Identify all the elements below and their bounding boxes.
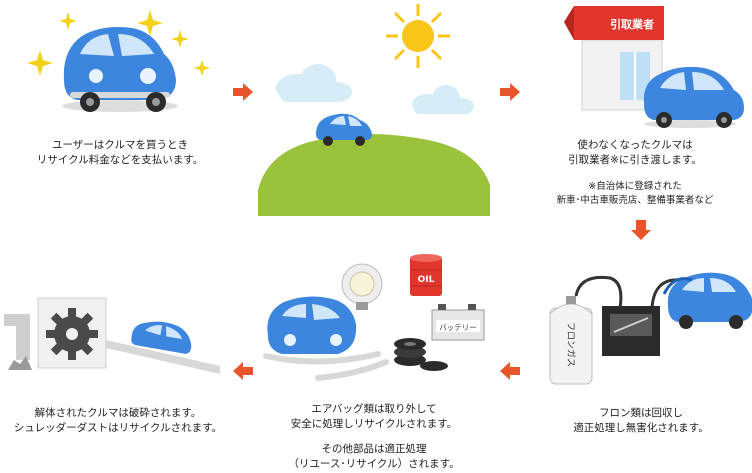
shredder-chute-shape (4, 314, 30, 360)
sun-icon (386, 4, 450, 68)
recovery-machine-icon (602, 306, 660, 356)
step1-line1: ユーザーはクルマを買うとき (52, 139, 188, 151)
right-arrow-icon (233, 83, 253, 101)
step4-line3: その他部品は適正処理 (321, 443, 427, 455)
left-arrow-icon (500, 362, 520, 380)
freon-tank-label: フロンガス (565, 322, 576, 367)
steering-wheel-icon (341, 263, 383, 310)
car-body-icon (263, 296, 389, 381)
driving-scene-illustration (258, 4, 490, 216)
step3-line1: フロン類は回収し (599, 407, 683, 419)
step4-line1: エアバッグ類は取り外して (311, 403, 437, 415)
step1-caption: ユーザーはクルマを買うとき リサイクル料金などを支払います。 (10, 138, 230, 168)
dealer-shop-illustration: 引取業者 (564, 6, 744, 128)
step3-caption: フロン類は回収し 適正処理し無害化されます。 (530, 406, 752, 436)
car-icon (131, 321, 192, 354)
down-arrow-icon (631, 220, 651, 240)
battery-icon (431, 304, 485, 341)
gas-tank-icon (549, 296, 593, 385)
step1-line2: リサイクル料金などを支払います。 (36, 154, 204, 166)
step4-caption: エアバッグ類は取り外して 安全に処理しリサイクルされます。 (268, 402, 480, 432)
car-icon (62, 27, 178, 112)
car-icon (662, 272, 752, 329)
small-car-icon (316, 113, 372, 146)
oil-label: OIL (418, 275, 435, 285)
new-car-illustration (27, 10, 210, 112)
right-arrow-icon (500, 83, 520, 101)
step2-note-line2: 新車･中古車販売店、整備事業者など (556, 195, 714, 206)
step4-caption-extra: その他部品は適正処理 （リユース･リサイクル）されます。 (268, 442, 480, 472)
step5-line1: 解体されたクルマは破砕されます。 (34, 407, 202, 419)
step5-caption: 解体されたクルマは破砕されます。 シュレッダーダストはリサイクルされます。 (6, 406, 230, 436)
step2-line1: 使わなくなったクルマは (577, 139, 693, 151)
shredder-illustration (4, 297, 220, 374)
shop-building-icon (564, 6, 664, 111)
step4-line4: （リユース･リサイクル）されます。 (288, 458, 460, 470)
oil-drum-icon (410, 254, 442, 296)
hill-shape (258, 134, 490, 216)
car-icon (643, 66, 744, 128)
shop-sign-label: 引取業者 (610, 17, 654, 31)
step2-note-line1: ※自治体に登録された (588, 181, 682, 192)
step2-line2: 引取業者※に引き渡します。 (568, 154, 702, 166)
step3-line2: 適正処理し無害化されます。 (573, 422, 709, 434)
shredder-dust-icon (8, 356, 32, 370)
gear-icon (46, 308, 98, 360)
step2-note: ※自治体に登録された 新車･中古車販売店、整備事業者など (520, 180, 750, 208)
sparkle-icon (27, 10, 210, 76)
parts-dismantling-illustration: OIL バッテリー (263, 254, 485, 381)
conveyor-ramp-shape (106, 340, 220, 374)
step2-caption: 使わなくなったクルマは 引取業者※に引き渡します。 (520, 138, 750, 168)
cloud-icon (276, 64, 474, 114)
tires-icon (394, 338, 448, 371)
freon-recovery-illustration: フロンガス (549, 272, 752, 385)
step4-line2: 安全に処理しリサイクルされます。 (290, 418, 458, 430)
battery-label: バッテリー (439, 323, 477, 332)
step5-line2: シュレッダーダストはリサイクルされます。 (13, 422, 223, 434)
left-arrow-icon (233, 362, 253, 380)
